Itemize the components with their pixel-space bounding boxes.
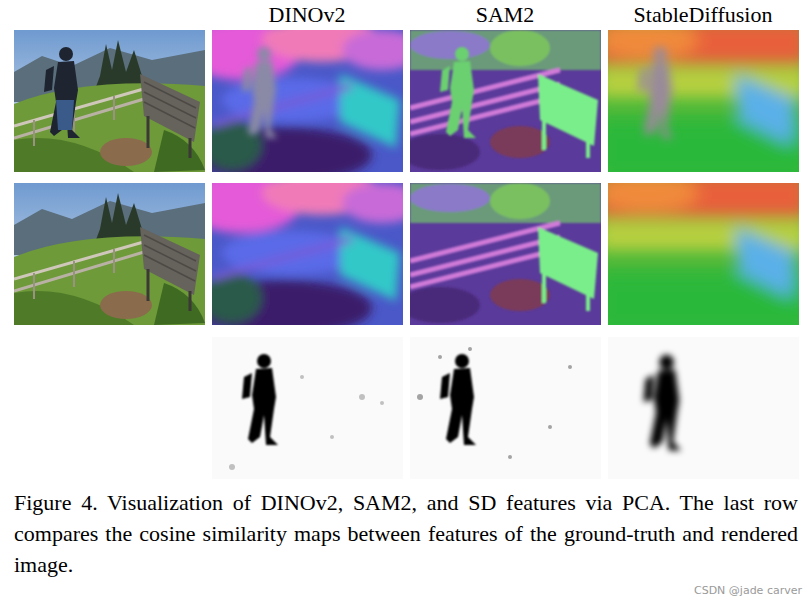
similarity-map: [410, 337, 601, 479]
sam-feature-map: [410, 183, 601, 325]
dino-feature-map: [212, 183, 403, 325]
rendered-photo: [14, 183, 205, 325]
ground-truth-photo: [14, 30, 205, 172]
figure-caption: Figure 4. Visualization of DINOv2, SAM2,…: [14, 487, 798, 580]
similarity-map: [608, 337, 799, 479]
similarity-map: [212, 337, 403, 479]
watermark: CSDN @jade carver: [694, 584, 802, 597]
sd-feature-map: [608, 183, 799, 325]
dino-feature-map: [212, 30, 403, 172]
sd-feature-map: [608, 30, 799, 172]
column-header: DINOv2: [269, 2, 346, 28]
column-header: StableDiffusion: [634, 2, 773, 28]
sam-feature-map: [410, 30, 601, 172]
column-header: SAM2: [476, 2, 535, 28]
